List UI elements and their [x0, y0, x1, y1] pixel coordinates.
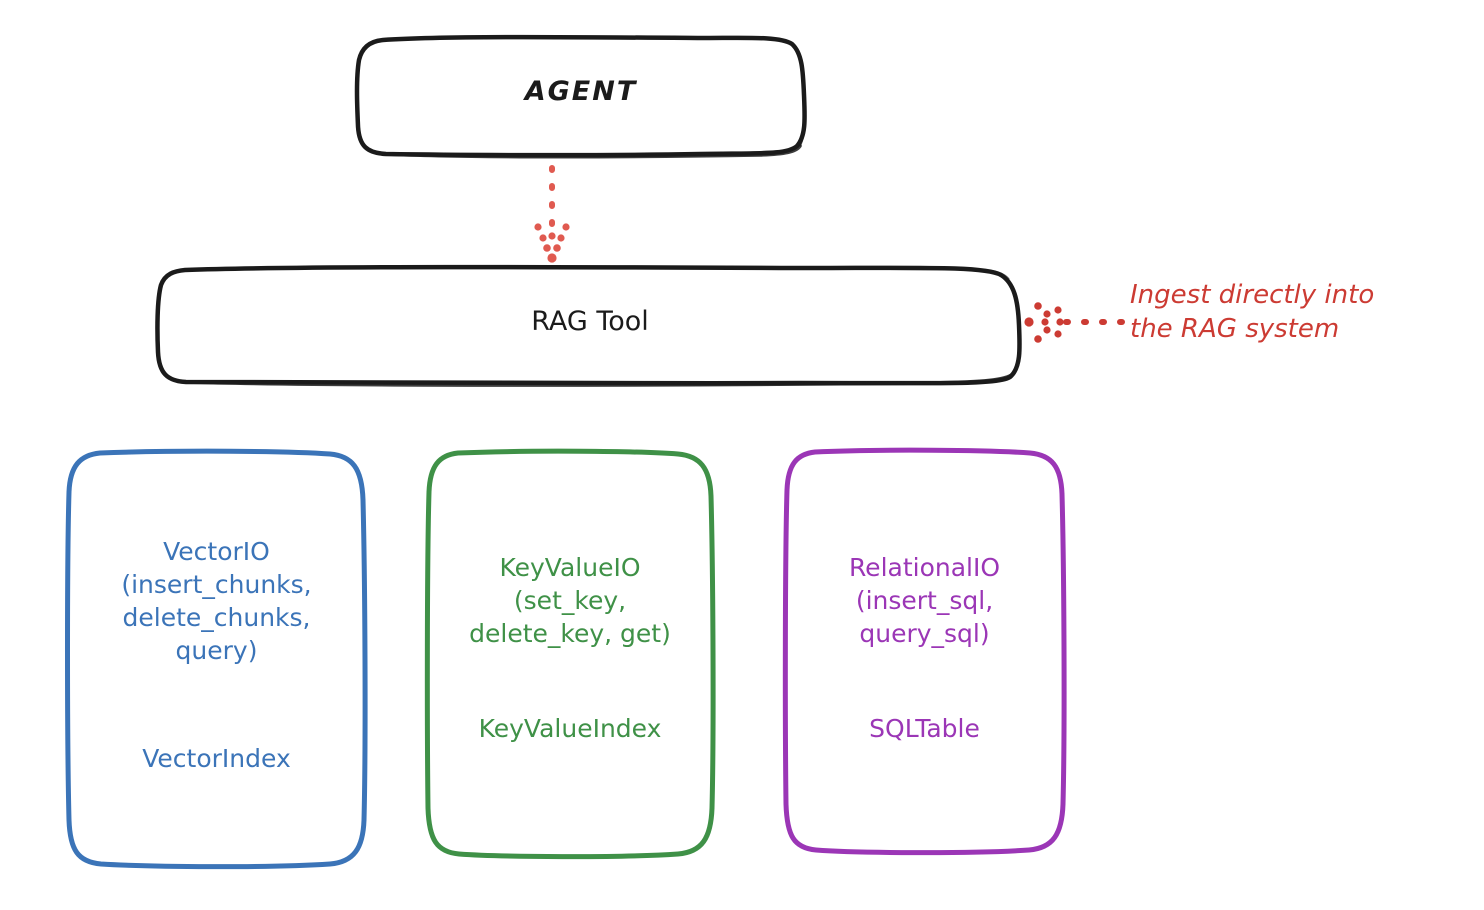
vector-io-node[interactable] — [65, 448, 368, 870]
relational-io-node[interactable] — [782, 447, 1067, 856]
relational-io-box-outline — [782, 447, 1067, 856]
agent-box-sketch-overstroke-2 — [798, 94, 806, 147]
vector-io-box-outline — [65, 448, 368, 870]
key-value-io-node[interactable] — [424, 448, 716, 860]
agent-box-sketch-overstroke — [384, 144, 802, 159]
agent-box-outline — [354, 34, 807, 158]
rag-tool-box-sketch-overstroke — [184, 372, 1015, 387]
rag-tool-node[interactable] — [155, 264, 1022, 387]
annotation-to-rag-connector — [1024, 302, 1125, 343]
agent-node[interactable] — [354, 34, 807, 159]
arrowhead-down-icon — [534, 223, 570, 263]
key-value-io-box-outline — [424, 448, 716, 860]
arrowhead-left-icon — [1024, 302, 1064, 343]
rag-tool-box-outline — [155, 264, 1022, 386]
rag-tool-box-sketch-overstroke-2 — [183, 265, 1010, 281]
agent-to-rag-connector — [534, 165, 570, 263]
